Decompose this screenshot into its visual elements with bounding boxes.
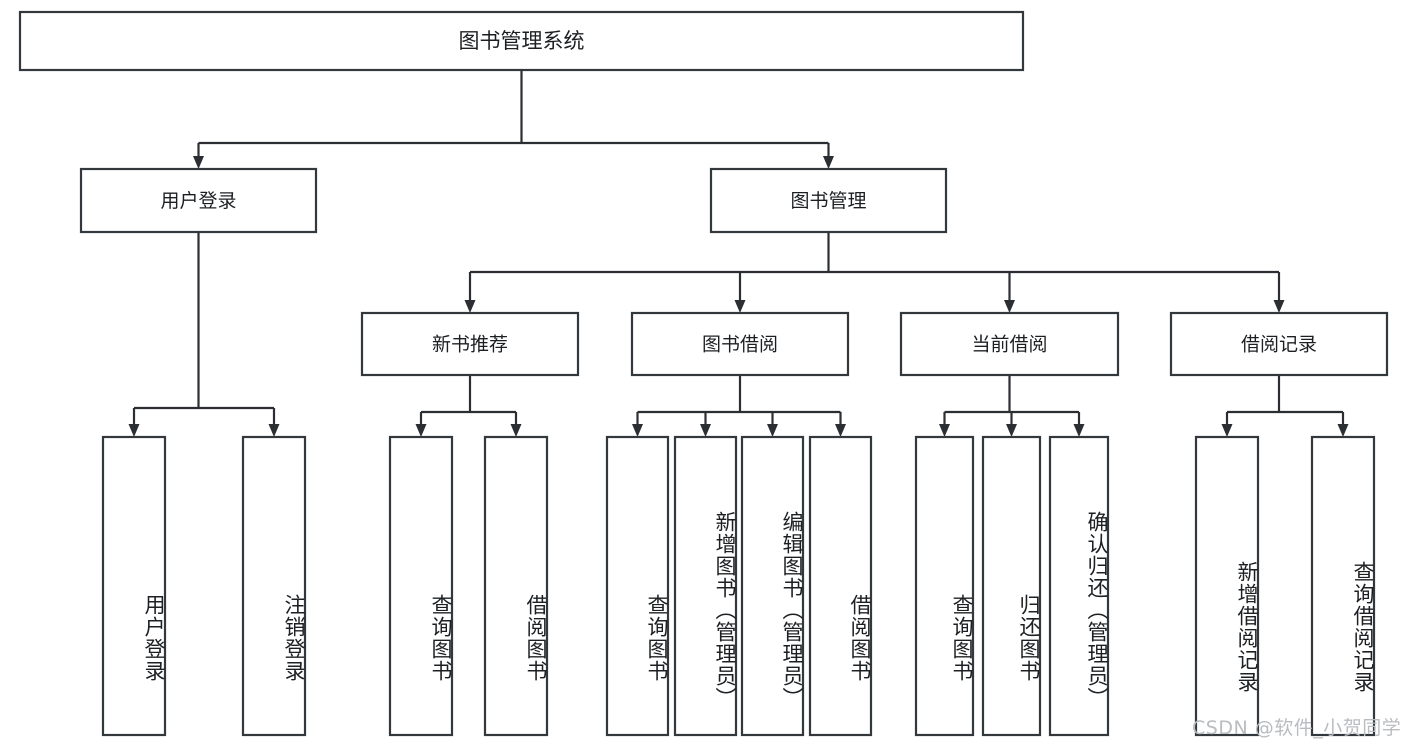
node-box-leaf-confirm-return [1048, 435, 1110, 737]
arrow-head-icon [823, 156, 834, 169]
node-new-book-recommend[interactable]: 新书推荐 [360, 311, 580, 377]
node-box-leaf-add-borrow-record [1194, 435, 1260, 737]
node-leaf-add-book[interactable] [673, 435, 738, 737]
node-leaf-user-login[interactable] [101, 435, 167, 737]
node-box-leaf-add-book [673, 435, 738, 737]
node-root[interactable]: 图书管理系统 [18, 10, 1025, 72]
arrow-head-icon [632, 424, 643, 437]
node-book-borrow[interactable]: 图书借阅 [630, 311, 850, 377]
node-label-new-book-recommend: 新书推荐 [432, 334, 508, 356]
arrow-head-icon [1221, 424, 1233, 437]
arrow-head-icon [1004, 300, 1015, 313]
node-leaf-query-book-borrow[interactable] [605, 435, 670, 737]
arrow-head-icon [128, 424, 140, 437]
node-box-book-management [709, 167, 948, 234]
node-label-user-login: 用户登录 [160, 190, 236, 212]
node-box-leaf-query-book-current [914, 435, 975, 737]
arrow-head-icon [415, 424, 427, 437]
watermark-text: CSDN @软件_小贺同学 [1192, 717, 1402, 739]
edge-group-borrow-record [1221, 375, 1349, 437]
node-leaf-borrow-book-recommend[interactable] [483, 435, 549, 737]
node-label-borrow-record: 借阅记录 [1241, 334, 1317, 356]
arrow-head-icon [700, 424, 711, 437]
node-box-leaf-query-book-recommend [388, 435, 454, 737]
node-book-management[interactable]: 图书管理 [709, 167, 948, 234]
edge-group-book-management [464, 232, 1285, 313]
node-leaf-edit-book[interactable] [740, 435, 805, 737]
node-box-borrow-record [1169, 311, 1389, 377]
node-box-leaf-edit-book [740, 435, 805, 737]
node-borrow-record[interactable]: 借阅记录 [1169, 311, 1389, 377]
node-box-new-book-recommend [360, 311, 580, 377]
node-box-leaf-borrow-book-recommend [483, 435, 549, 737]
node-leaf-query-borrow-record[interactable] [1310, 435, 1376, 737]
edge-group-root [193, 70, 834, 169]
arrow-head-icon [734, 300, 746, 313]
node-leaf-return-book[interactable] [981, 435, 1042, 737]
node-label-current-borrow: 当前借阅 [971, 334, 1047, 356]
node-label-book-borrow: 图书借阅 [702, 334, 778, 356]
node-box-current-borrow [899, 311, 1120, 377]
node-leaf-query-book-recommend[interactable] [388, 435, 454, 737]
arrow-head-icon [767, 424, 778, 437]
node-leaf-logout[interactable] [241, 435, 307, 737]
edge-group-book-borrow [632, 375, 846, 437]
arrow-head-icon [835, 424, 846, 437]
node-box-leaf-borrow-book [808, 435, 873, 737]
node-box-root [18, 10, 1025, 72]
node-user-login[interactable]: 用户登录 [79, 167, 318, 234]
node-box-leaf-logout [241, 435, 307, 737]
edge-group-new-book-recommend [415, 375, 522, 437]
node-current-borrow[interactable]: 当前借阅 [899, 311, 1120, 377]
arrow-head-icon [268, 424, 280, 437]
node-box-leaf-query-borrow-record [1310, 435, 1376, 737]
node-box-book-borrow [630, 311, 850, 377]
node-label-book-management: 图书管理 [790, 190, 866, 212]
edges-layer [128, 70, 1349, 437]
node-box-leaf-user-login [101, 435, 167, 737]
edge-group-user-login [128, 232, 280, 437]
node-leaf-confirm-return[interactable] [1048, 435, 1110, 737]
node-leaf-query-book-current[interactable] [914, 435, 975, 737]
node-label-root: 图书管理系统 [459, 29, 585, 53]
node-leaf-add-borrow-record[interactable] [1194, 435, 1260, 737]
arrow-head-icon [510, 424, 522, 437]
arrow-head-icon [1273, 300, 1285, 313]
arrow-head-icon [939, 424, 950, 437]
node-box-leaf-return-book [981, 435, 1042, 737]
arrow-head-icon [1006, 424, 1017, 437]
arrow-head-icon [464, 300, 476, 313]
node-box-user-login [79, 167, 318, 234]
arrow-head-icon [1073, 424, 1085, 437]
edge-group-current-borrow [939, 375, 1085, 437]
arrow-head-icon [1337, 424, 1349, 437]
node-box-leaf-query-book-borrow [605, 435, 670, 737]
arrow-head-icon [193, 156, 204, 169]
node-leaf-borrow-book[interactable] [808, 435, 873, 737]
